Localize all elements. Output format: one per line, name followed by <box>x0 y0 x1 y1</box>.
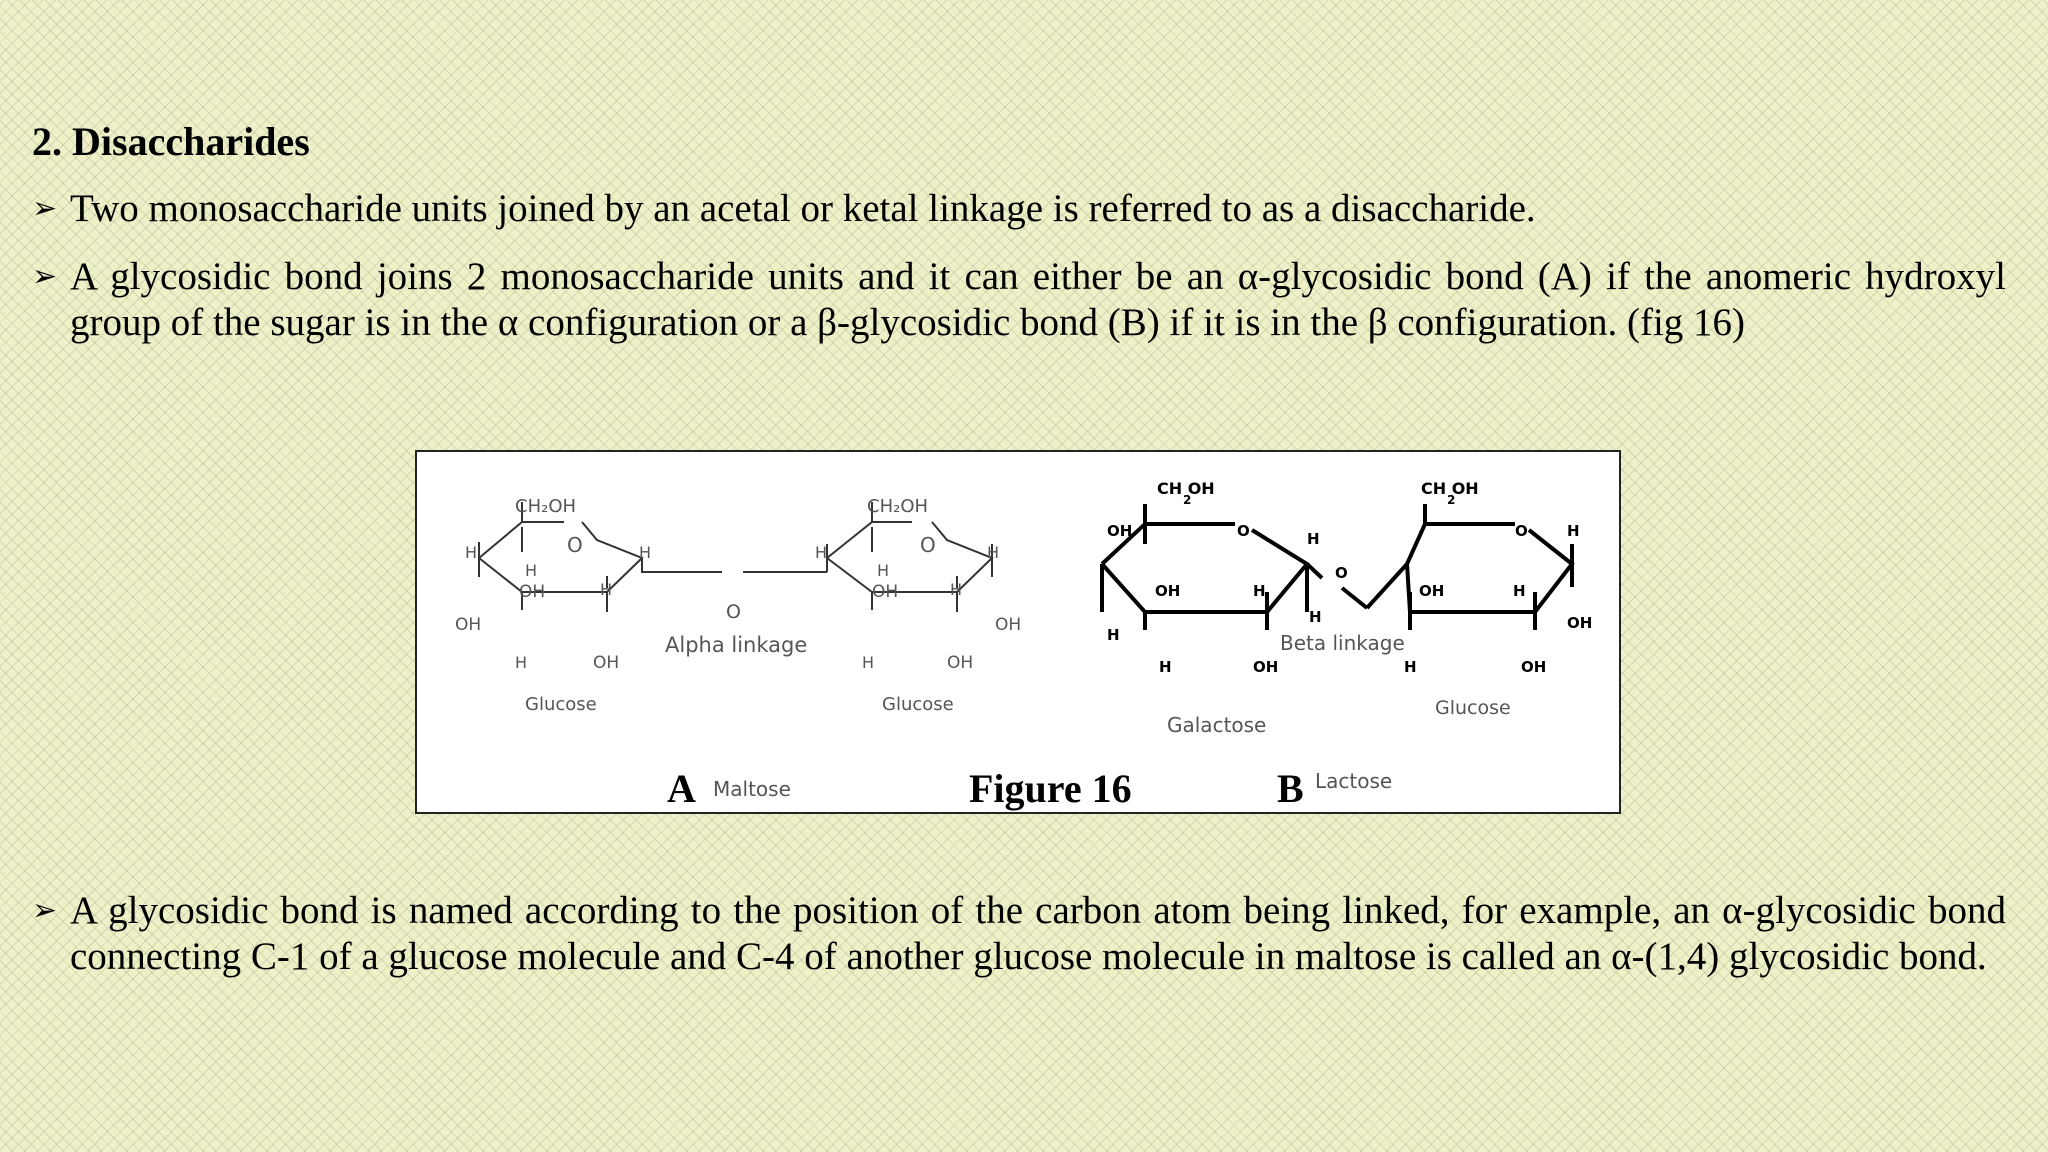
disaccharide-diagram: CH₂OH O H H H OH H OH H OH Glucose O Alp… <box>455 479 1592 811</box>
ring-oxygen-label: O <box>1237 522 1250 540</box>
oh-label: OH <box>1253 658 1278 676</box>
oh-label: OH <box>947 653 973 673</box>
ring-oxygen-label: O <box>567 533 583 557</box>
oh-label: OH <box>519 582 545 602</box>
subscript-2-label: 2 <box>1183 493 1191 507</box>
oh-label: OH <box>995 615 1021 635</box>
ch2oh-label: CH OH <box>1157 479 1215 498</box>
figure-caption: Figure 16 <box>969 766 1132 811</box>
arrow-bullet-icon: ➢ <box>32 191 58 226</box>
glucose-label: Glucose <box>525 694 597 715</box>
beta-linkage-label: Beta linkage <box>1280 631 1405 655</box>
bullet-text: A glycosidic bond is named according to … <box>70 889 2006 978</box>
h-label: H <box>1513 582 1526 600</box>
h-label: H <box>1253 582 1266 600</box>
h-label: H <box>525 561 537 580</box>
h-label: H <box>600 580 612 599</box>
link-oxygen-label: O <box>726 601 741 623</box>
label-b: B <box>1277 766 1304 811</box>
subscript-2-label: 2 <box>1447 493 1455 507</box>
h-label: H <box>815 543 827 562</box>
h-label: H <box>1159 658 1172 676</box>
oh-label: OH <box>455 615 481 635</box>
maltose-label: Maltose <box>713 777 791 801</box>
bullet-point: ➢ Two monosaccharide units joined by an … <box>32 186 2006 232</box>
oh-label: OH <box>1521 658 1546 676</box>
oh-label: OH <box>1419 582 1444 600</box>
h-label: H <box>1567 522 1580 540</box>
oh-label: OH <box>1107 522 1132 540</box>
glucose-label: Glucose <box>882 694 954 715</box>
link-oxygen-label: O <box>1335 564 1348 582</box>
arrow-bullet-icon: ➢ <box>32 259 58 294</box>
h-label: H <box>639 543 651 562</box>
ch2oh-label: CH₂OH <box>515 496 576 517</box>
oh-label: OH <box>872 582 898 602</box>
h-label: H <box>862 653 874 672</box>
h-label: H <box>465 543 477 562</box>
ch2oh-label: CH₂OH <box>867 496 928 517</box>
h-label: H <box>1107 626 1120 644</box>
bullet-point: ➢ A glycosidic bond is named according t… <box>32 888 2006 980</box>
lactose-structure <box>1100 504 1575 630</box>
oh-label: OH <box>1567 614 1592 632</box>
alpha-linkage-label: Alpha linkage <box>665 633 807 657</box>
h-label: H <box>950 580 962 599</box>
lactose-label: Lactose <box>1315 769 1392 793</box>
oh-label: OH <box>593 653 619 673</box>
glucose-label: Glucose <box>1435 697 1511 719</box>
h-label: H <box>1307 530 1320 548</box>
bullet-point: ➢ A glycosidic bond joins 2 monosacchari… <box>32 254 2006 346</box>
galactose-label: Galactose <box>1167 713 1266 737</box>
section-heading: 2. Disaccharides <box>32 119 310 164</box>
figure-16: CH₂OH O H H H OH H OH H OH Glucose O Alp… <box>415 450 1621 814</box>
h-label: H <box>1309 608 1322 626</box>
ring-oxygen-label: O <box>1515 522 1528 540</box>
arrow-bullet-icon: ➢ <box>32 893 58 928</box>
oh-label: OH <box>1155 582 1180 600</box>
h-label: H <box>987 543 999 562</box>
bullet-text: A glycosidic bond joins 2 monosaccharide… <box>70 255 2006 344</box>
ch2oh-label: CH OH <box>1421 479 1479 498</box>
ring-oxygen-label: O <box>920 533 936 557</box>
h-label: H <box>515 653 527 672</box>
maltose-structure <box>478 502 994 612</box>
label-a: A <box>667 766 696 811</box>
bullet-text: Two monosaccharide units joined by an ac… <box>70 187 1536 230</box>
h-label: H <box>1404 658 1417 676</box>
h-label: H <box>877 561 889 580</box>
